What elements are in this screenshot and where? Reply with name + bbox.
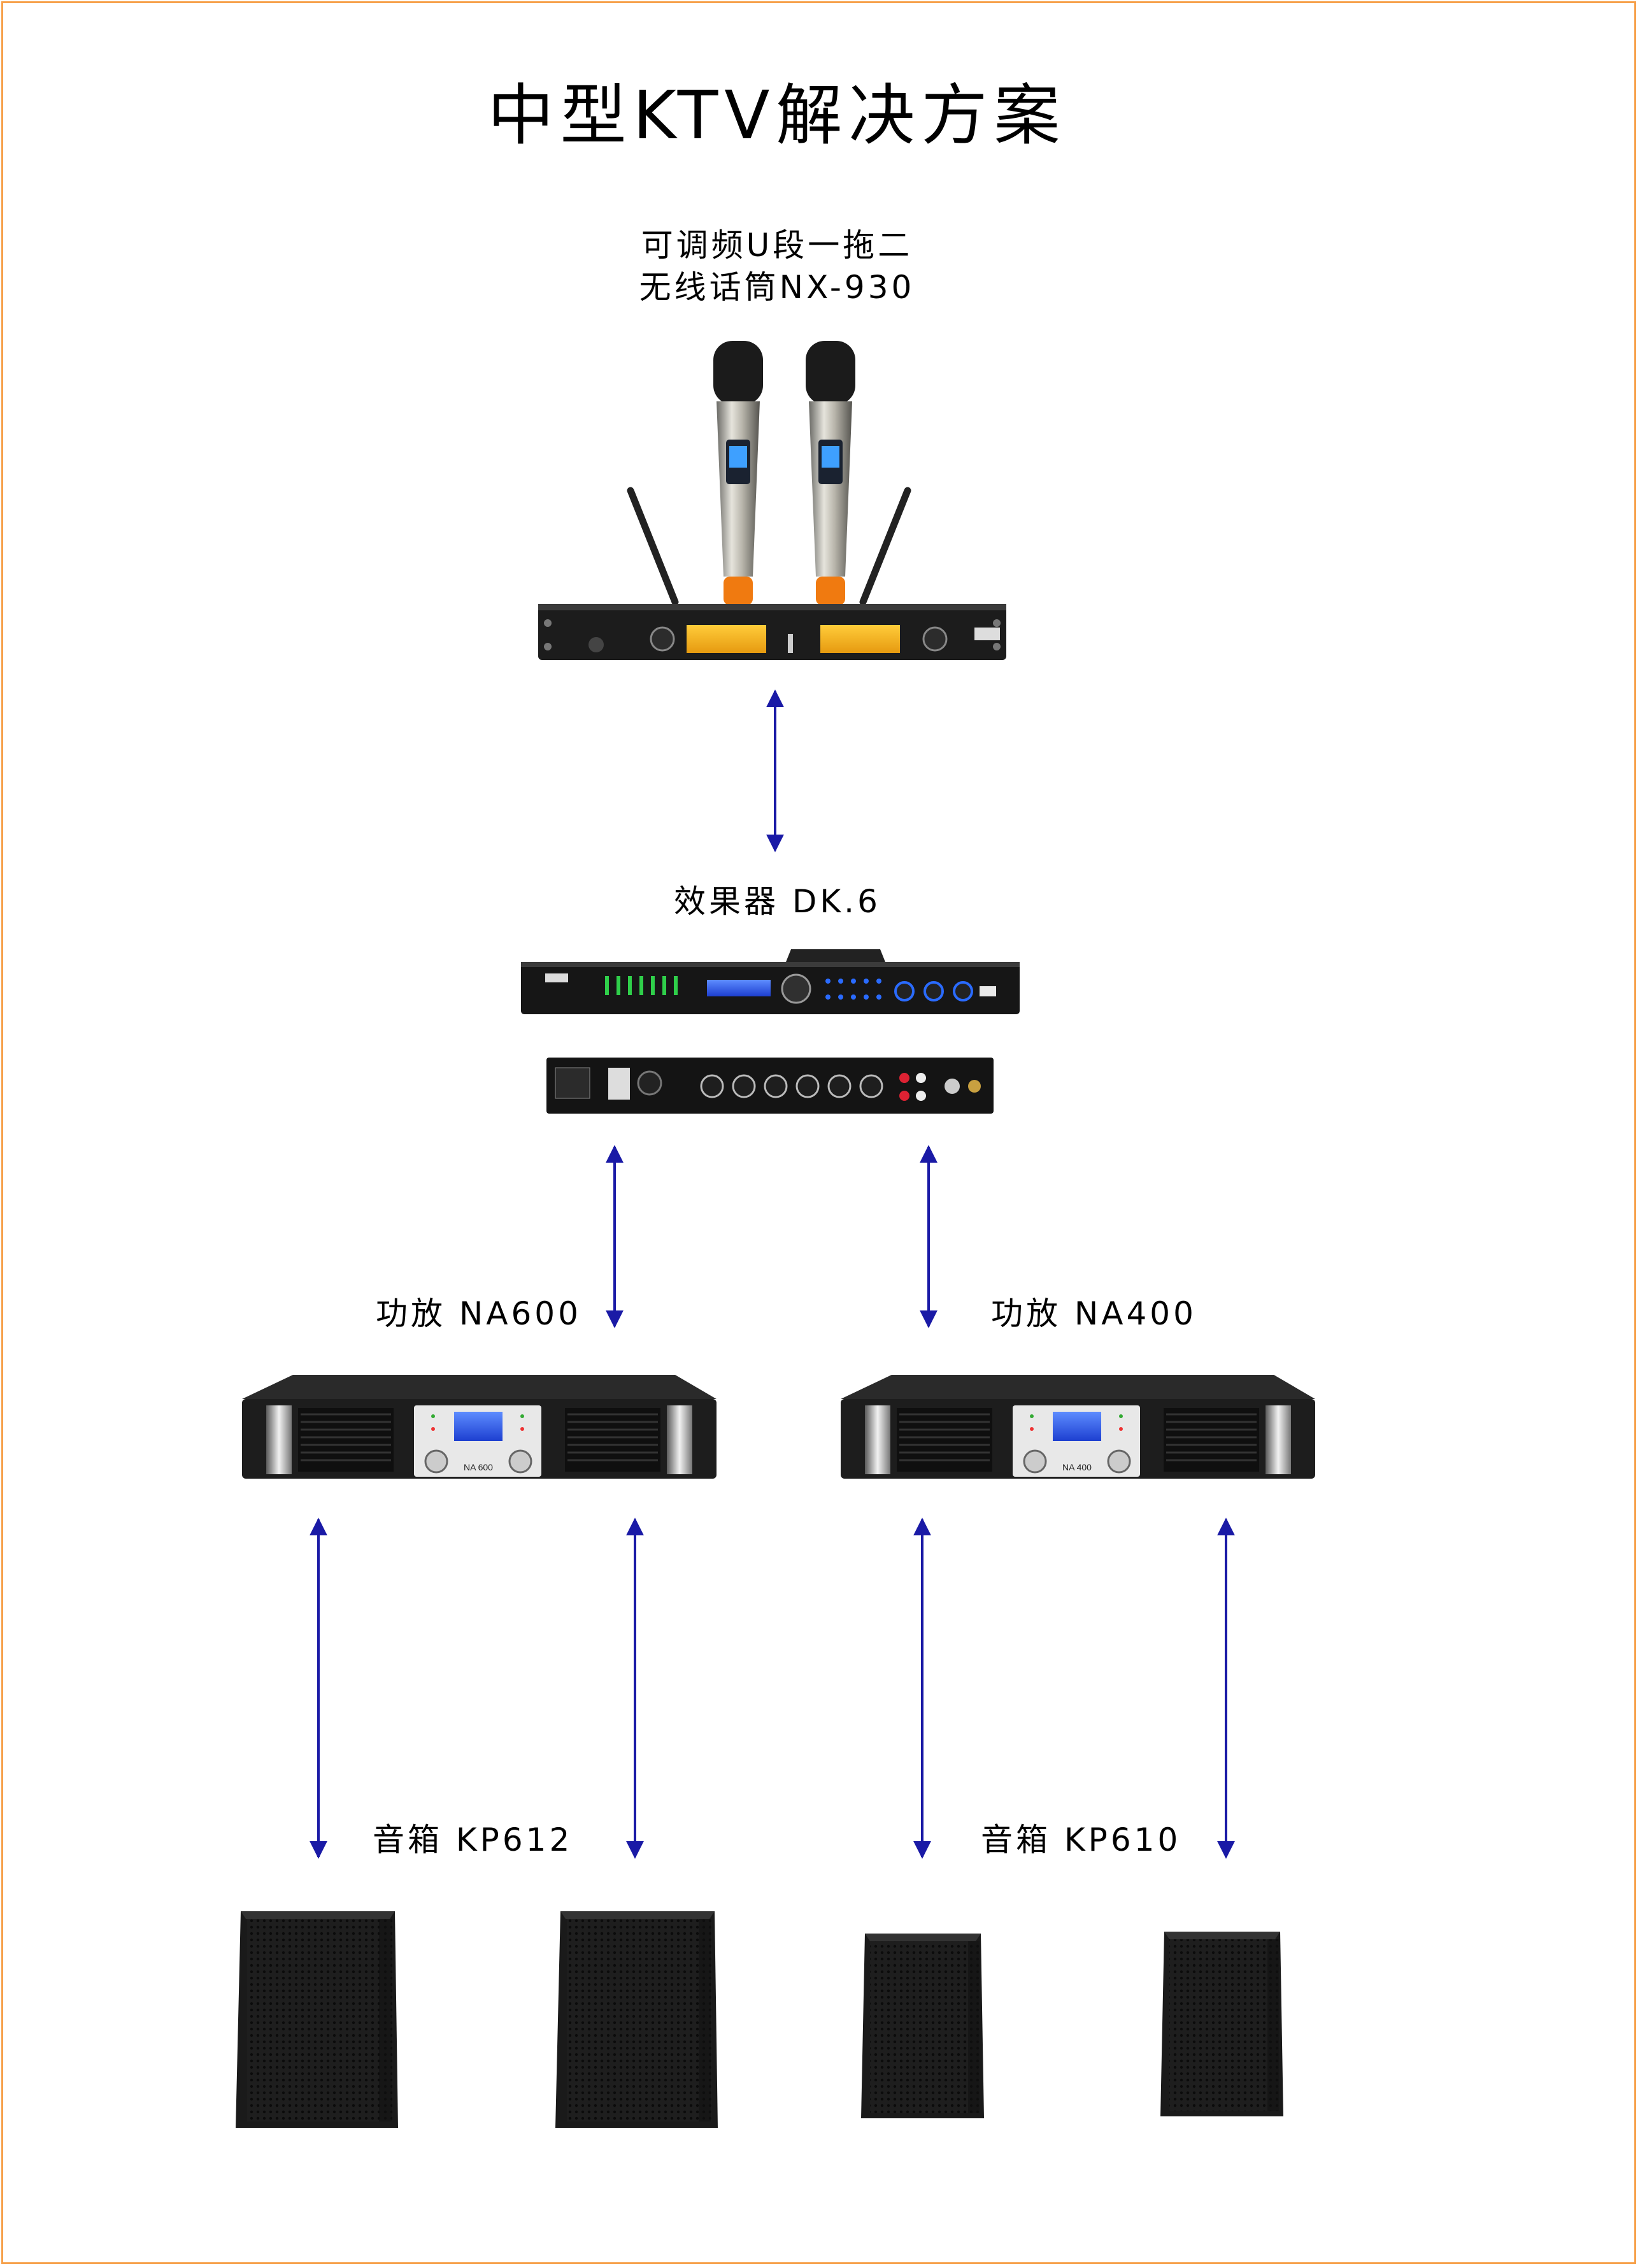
speaker-icon: [555, 1911, 718, 2128]
speaker-icon: [1160, 1932, 1283, 2116]
speaker-icon: [236, 1911, 398, 2128]
page-title: 中型KTV解决方案: [487, 76, 1067, 154]
speaker-kp612-1: [236, 1911, 398, 2128]
speaker-kp610-1: [861, 1934, 984, 2118]
receiver-icon: [538, 604, 1006, 660]
amplifier-icon: NA 400: [841, 1375, 1315, 1479]
amplifier-icon: NA 600: [242, 1375, 717, 1479]
amplifier-left: NA 600: [242, 1375, 717, 1479]
speaker-kp610-2: [1160, 1932, 1283, 2116]
amp-right-label: 功放 NA400: [991, 1295, 1197, 1332]
amp-left-label: 功放 NA600: [376, 1295, 581, 1332]
mic-label-line1: 可调频U段一拖二: [641, 227, 913, 264]
wireless-mic-icon: [627, 341, 911, 606]
effects-processor-icon: [521, 949, 1020, 1114]
wireless-mic-system: [538, 341, 1006, 660]
speaker-right-label: 音箱 KP610: [981, 1821, 1181, 1858]
amp-right-front-text: NA 400: [1062, 1462, 1092, 1472]
mic-label-line2: 无线话筒NX-930: [639, 269, 915, 306]
effects-label: 效果器 DK.6: [674, 883, 881, 920]
speaker-left-label: 音箱 KP612: [373, 1821, 573, 1858]
amp-left-front-text: NA 600: [464, 1462, 493, 1472]
speaker-icon: [861, 1934, 984, 2118]
mic-label: 可调频U段一拖二 无线话筒NX-930: [573, 224, 981, 308]
speaker-kp612-2: [555, 1911, 718, 2128]
amplifier-right: NA 400: [841, 1375, 1315, 1479]
